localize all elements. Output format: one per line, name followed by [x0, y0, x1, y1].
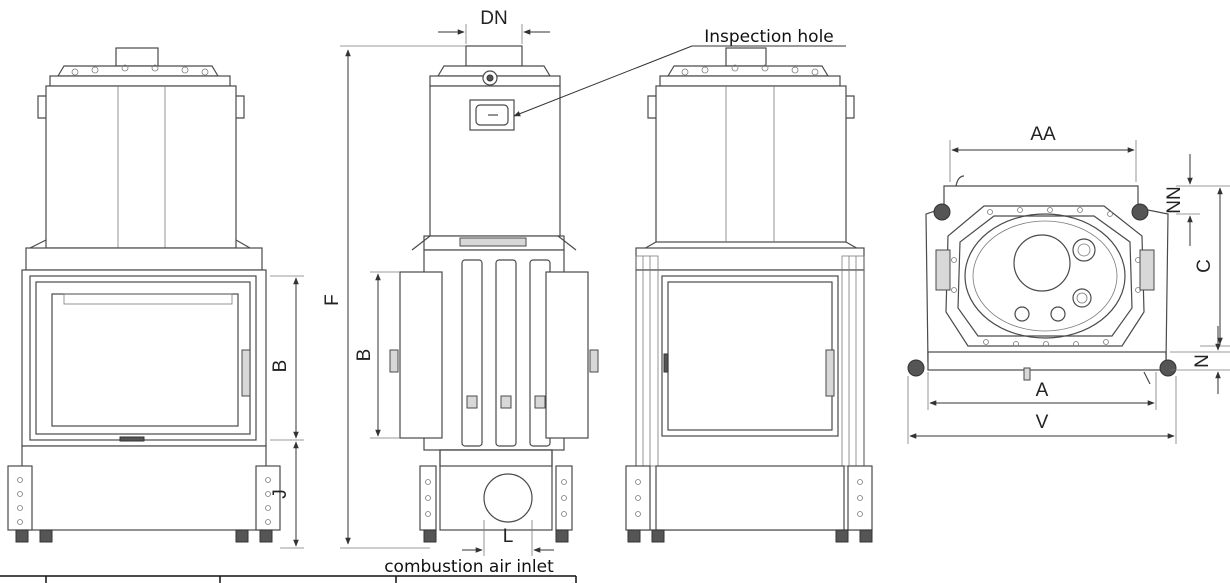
dimension-f: F [322, 45, 470, 549]
top-view [907, 175, 1177, 385]
dimension-c: C [1194, 185, 1230, 347]
dimension-b-mid: B [354, 271, 400, 439]
dimension-aa: AA [949, 124, 1137, 182]
inspection-hole-callout: Inspection hole [513, 27, 846, 117]
label-dn: DN [480, 8, 507, 29]
label-nn: NN [1164, 186, 1185, 213]
label-f: F [322, 294, 343, 306]
dimension-a: A [927, 372, 1157, 410]
side-view [389, 45, 599, 543]
label-l: L [503, 526, 514, 547]
dimension-b-left: B [270, 275, 304, 441]
rear-view [625, 47, 873, 543]
spec-table-header: combustion air inlet [0, 557, 577, 583]
label-j: J [270, 489, 291, 499]
label-c: C [1194, 259, 1215, 273]
dimension-v: V [907, 376, 1177, 444]
front-view [7, 47, 281, 543]
dimension-l: L [462, 520, 554, 556]
label-b-left: B [270, 360, 291, 373]
label-inspection-hole: Inspection hole [704, 27, 834, 47]
label-aa: AA [1030, 124, 1056, 145]
label-b-mid: B [354, 349, 375, 362]
label-n: N [1192, 354, 1213, 368]
dimension-dn: DN [438, 8, 550, 44]
dimension-nn: NN [1164, 154, 1200, 246]
dimension-j: J [270, 441, 304, 549]
label-a: A [1036, 380, 1049, 401]
dimension-n: N [1170, 326, 1230, 394]
label-v: V [1036, 412, 1049, 433]
label-combustion-air-inlet: combustion air inlet [384, 557, 554, 577]
